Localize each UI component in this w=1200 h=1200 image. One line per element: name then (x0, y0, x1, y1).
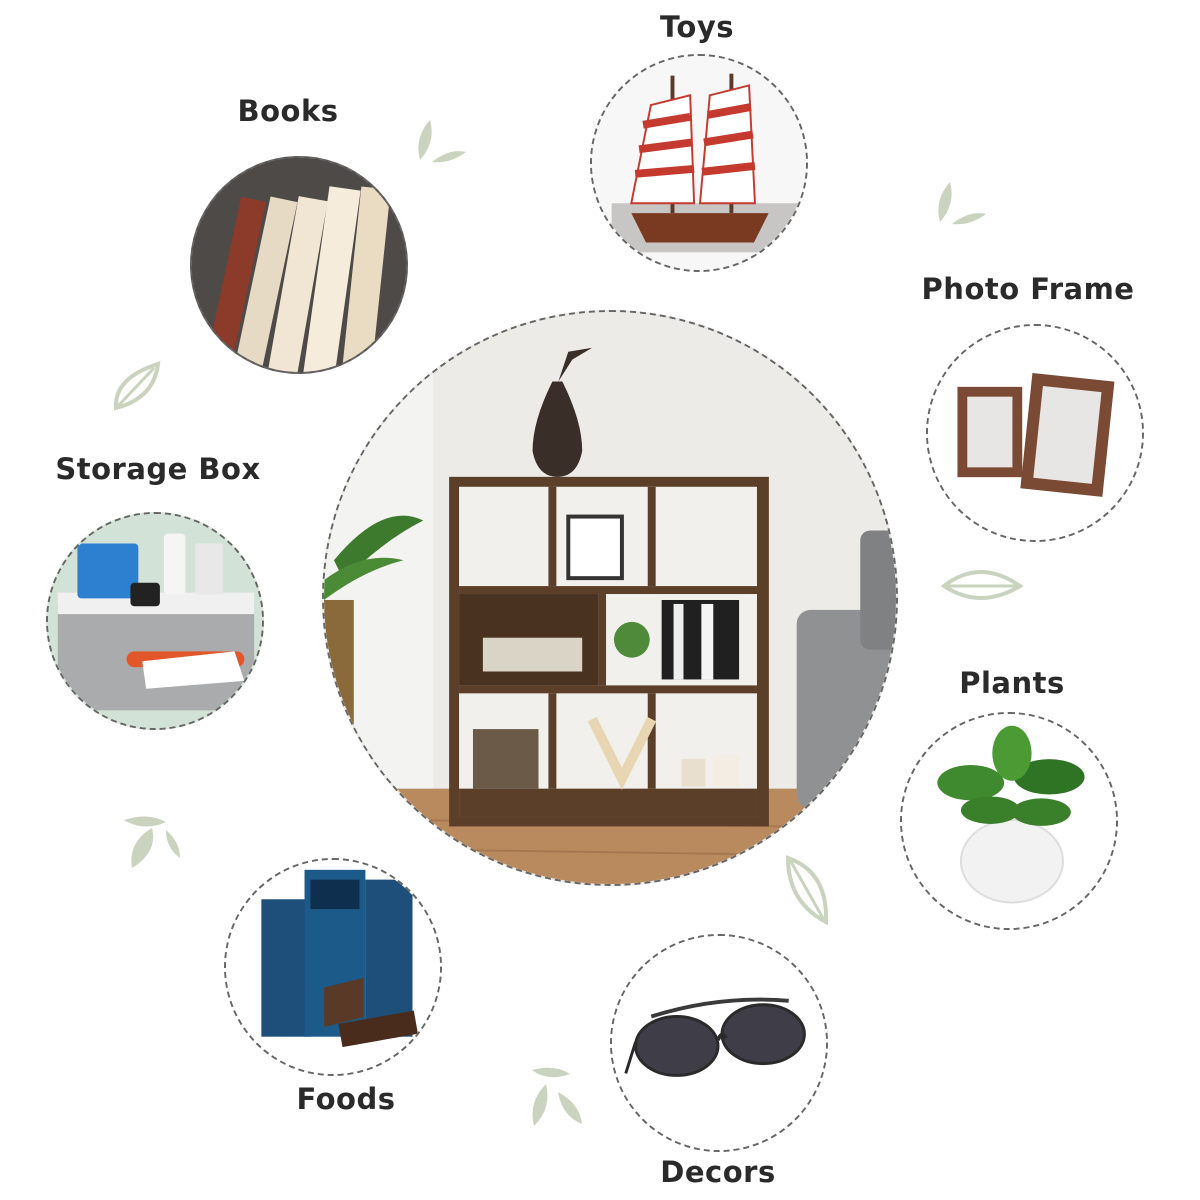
label-books: Books (237, 94, 339, 128)
label-plants: Plants (959, 666, 1065, 700)
photo-frame-photo (926, 324, 1144, 542)
label-storage-box: Storage Box (55, 452, 261, 486)
plants-photo (900, 712, 1118, 930)
label-toys: Toys (659, 10, 735, 44)
label-photo-frame: Photo Frame (921, 272, 1135, 306)
books-photo (190, 156, 408, 374)
leaf-icon (113, 361, 161, 411)
storage-box-photo (46, 512, 264, 730)
toys-photo (590, 54, 808, 272)
leaf-icon (938, 182, 986, 225)
leaf-icon (124, 816, 180, 868)
label-decors: Decors (660, 1155, 776, 1189)
decors-photo (610, 934, 828, 1152)
label-foods: Foods (296, 1082, 396, 1116)
leaf-icon (532, 1067, 582, 1126)
bookshelf-main-photo (322, 310, 898, 886)
leaf-icon (940, 570, 1024, 600)
foods-photo (224, 858, 442, 1076)
leaf-icon (418, 120, 466, 163)
leaf-icon (785, 855, 829, 926)
